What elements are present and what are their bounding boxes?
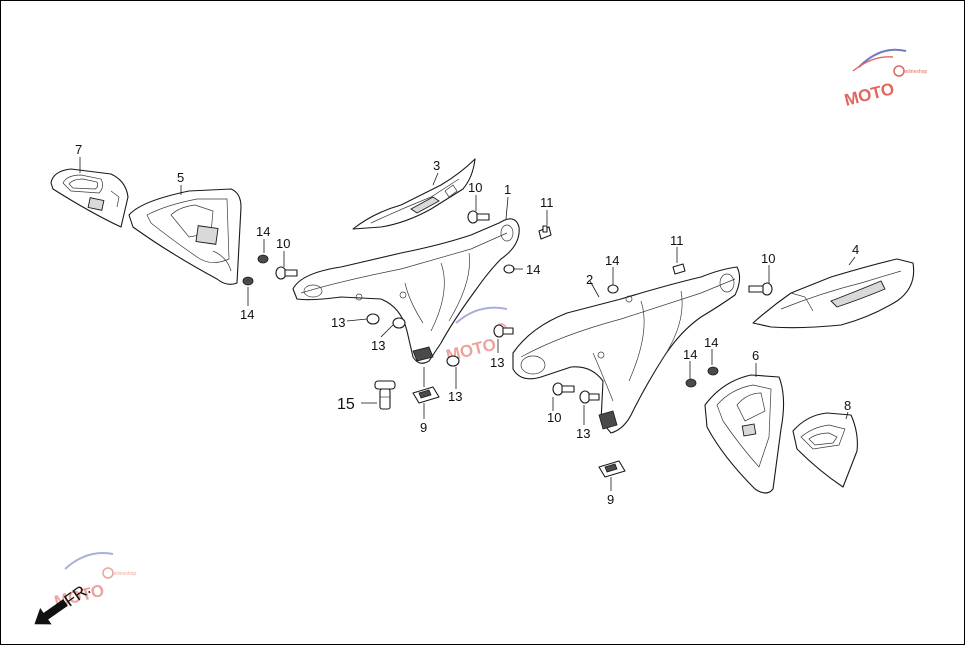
callout-2: 2 [586, 272, 593, 287]
callout-9: 9 [607, 492, 614, 507]
watermark-tagline: onlineshop [903, 69, 927, 75]
watermark-text: MOTO [842, 79, 896, 110]
callout-3: 3 [433, 158, 440, 173]
callout-10: 10 [468, 180, 482, 195]
part-3-top-trim [352, 158, 476, 230]
arrow-down-left-icon [34, 599, 68, 625]
part-9-grommet-right [598, 460, 626, 478]
callout-13: 13 [371, 338, 385, 353]
fastener-13-screw-c [446, 355, 460, 367]
callout-1: 1 [504, 182, 511, 197]
callout-14: 14 [605, 253, 619, 268]
callout-13: 13 [331, 315, 345, 330]
fastener-14-nut-b [242, 276, 254, 286]
callout-10: 10 [761, 251, 775, 266]
watermark-logo-top-right: MOTO onlineshop [842, 48, 927, 110]
fastener-14-nut-e [685, 378, 697, 388]
callout-5: 5 [177, 170, 184, 185]
callout-6: 6 [752, 348, 759, 363]
fastener-14-nut-f [707, 366, 719, 376]
fastener-10-bolt-b [275, 266, 298, 280]
fastener-11-screw-b [672, 263, 686, 275]
leader-lines [79, 157, 856, 491]
callout-9: 9 [420, 420, 427, 435]
fastener-14-washer-c [503, 264, 515, 274]
callout-13: 13 [490, 355, 504, 370]
watermark-tagline: onlineshop [112, 571, 136, 577]
callout-14: 14 [256, 224, 270, 239]
callout-7: 7 [75, 142, 82, 157]
part-6-side-cover-right [704, 374, 785, 494]
callout-11: 11 [540, 195, 554, 210]
fastener-10-bolt-c [748, 282, 773, 296]
fastener-11-screw-a [538, 225, 552, 240]
part-7-small-cover-left [50, 168, 129, 228]
fastener-13-screw-e [579, 390, 600, 404]
callout-13: 13 [576, 426, 590, 441]
callout-15: 15 [337, 396, 355, 413]
fastener-10-bolt-a [467, 210, 490, 224]
part-8-small-cover-right [792, 412, 858, 488]
fastener-14-washer-d [607, 284, 619, 294]
part-2-frame-right [512, 266, 741, 434]
callout-14: 14 [704, 335, 718, 350]
callout-8: 8 [844, 398, 851, 413]
callout-labels: 7 5 3 1 10 11 10 14 14 14 13 13 13 9 15 … [75, 142, 859, 507]
fastener-14-nut-a [257, 254, 269, 264]
callout-11: 11 [670, 233, 684, 248]
callout-14: 14 [240, 307, 254, 322]
callout-14: 14 [526, 262, 540, 277]
fastener-13-screw-b [392, 317, 406, 329]
fastener-13-screw-d [493, 324, 514, 338]
callout-14: 14 [683, 347, 697, 362]
callout-10: 10 [276, 236, 290, 251]
fastener-10-bolt-d [552, 382, 575, 396]
part-5-side-cover-left [128, 188, 242, 285]
fastener-13-screw-a [366, 313, 380, 325]
callout-4: 4 [852, 242, 859, 257]
callout-10: 10 [547, 410, 561, 425]
part-9-grommet-left [412, 386, 440, 404]
part-15-pin [374, 380, 396, 410]
part-4-side-trim-right [752, 258, 915, 329]
callout-13: 13 [448, 389, 462, 404]
front-direction-indicator: FR. [34, 579, 94, 625]
part-1-frame-left [292, 218, 520, 364]
